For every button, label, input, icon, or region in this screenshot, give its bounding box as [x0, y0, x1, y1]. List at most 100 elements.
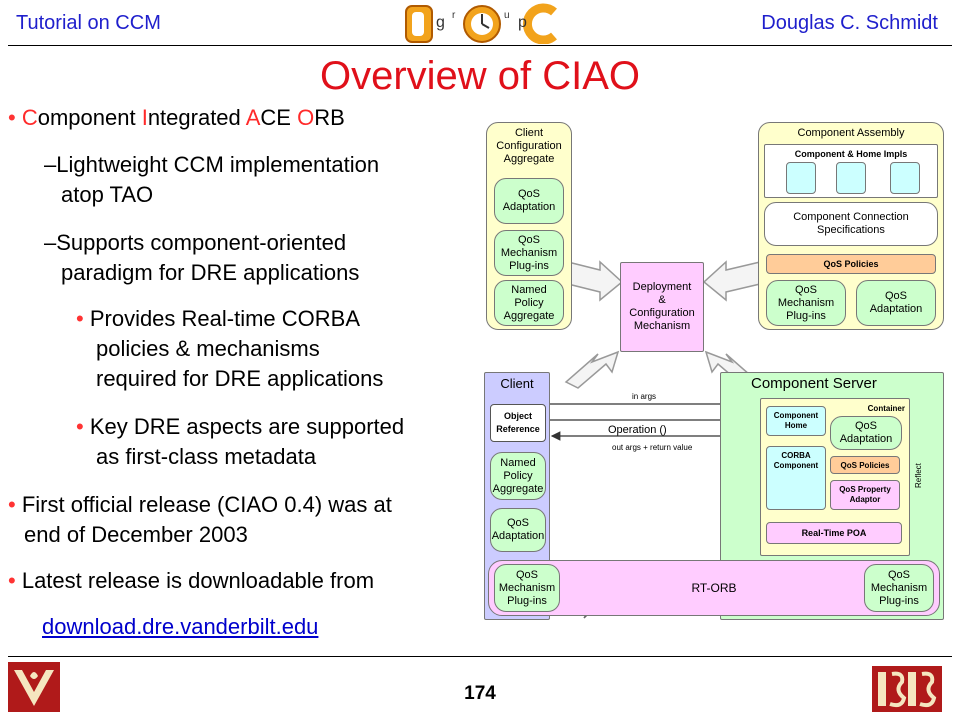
sub-bullet-line: Supports component-oriented — [56, 230, 347, 255]
container-label: Container — [867, 404, 905, 413]
impl-block-3 — [890, 162, 920, 194]
deployment-configuration-mechanism: Deployment & Configuration Mechanism — [620, 262, 704, 352]
box-label: CORBA — [781, 451, 811, 460]
box-label: Adaptation — [502, 201, 556, 213]
vanderbilt-v-icon — [14, 670, 54, 706]
sub-bullet-line: Lightweight CCM implementation — [56, 152, 380, 177]
box-label: & — [658, 294, 666, 306]
tert-bullet-metadata: • Key DRE aspects are supported as first… — [76, 414, 405, 469]
acronym-o: O — [297, 105, 315, 130]
box-label: Configuration — [629, 307, 695, 319]
footer-rule — [8, 656, 952, 657]
logo-letter-r: r — [452, 10, 456, 21]
assembly-qos-policies: QoS Policies — [766, 254, 936, 274]
box-label: Plug-ins — [509, 259, 549, 272]
tert-bullet-line: as first-class metadata — [96, 444, 317, 469]
client-title: Client — [500, 376, 534, 391]
client-config-title-1: Client — [514, 127, 544, 139]
sub-bullet-lightweight: –Lightweight CCM implementation atop TAO — [44, 152, 380, 207]
box-label: Object — [503, 411, 532, 421]
label-out-args: out args + return value — [612, 443, 693, 452]
tert-bullet-line: policies & mechanisms — [96, 336, 320, 361]
box-label: Plug-ins — [786, 309, 826, 322]
box-label: Named — [511, 283, 547, 296]
bullet-ciao: • Component Integrated ACE ORB — [8, 105, 345, 130]
isis-logo — [872, 666, 942, 712]
box-label: Mechanism — [777, 296, 835, 309]
bullet-line: Latest release is downloadable from — [21, 568, 375, 593]
vanderbilt-logo — [8, 662, 60, 712]
server-title: Component Server — [751, 375, 877, 392]
sub-bullet-supports: –Supports component-oriented paradigm fo… — [44, 230, 360, 285]
logo-letter-p: p — [518, 14, 527, 31]
impls-label: Component & Home Impls — [794, 149, 908, 159]
bullet-first-release: • First official release (CIAO 0.4) was … — [8, 492, 392, 547]
box-label: Adaptation — [839, 433, 893, 445]
box-label: Named — [500, 456, 536, 469]
tert-bullet-line: Provides Real-time CORBA — [89, 306, 361, 331]
logo-letter-g: g — [436, 14, 445, 31]
box-label: Component — [773, 411, 819, 420]
acronym-a: A — [245, 105, 261, 130]
box-label: Aggregate — [492, 482, 544, 495]
box-label: Deployment — [632, 281, 692, 293]
box-label: QoS Property — [839, 485, 891, 494]
box-label: Adaptation — [491, 530, 545, 542]
word-omponent: omponent — [37, 105, 142, 130]
box-label: Adaptor — [849, 495, 881, 504]
arrow-client-cfg-to-deploy — [567, 260, 624, 302]
box-label: Aggregate — [503, 309, 555, 322]
acronym-c: C — [21, 105, 38, 130]
label-in-args: in args — [632, 392, 657, 401]
box-label: Component Connection — [793, 211, 909, 223]
word-ce: CE — [260, 105, 298, 130]
label-operation: Operation () — [608, 424, 667, 436]
assembly-title: Component Assembly — [797, 127, 905, 139]
doc-group-logo: g r u p — [404, 2, 558, 45]
box-label: Plug-ins — [879, 594, 919, 607]
box-label: Mechanism — [498, 581, 556, 594]
box-label: Home — [784, 421, 808, 430]
box-label: Mechanism — [500, 246, 558, 259]
impl-block-1 — [786, 162, 816, 194]
page-number: 174 — [464, 683, 496, 704]
reflect-label: Reflect — [914, 463, 923, 488]
box-label: QoS — [887, 568, 910, 581]
bullet-line: First official release (CIAO 0.4) was at — [21, 492, 392, 517]
box-label: Mechanism — [633, 320, 691, 332]
word-rb: RB — [314, 105, 345, 130]
rtorb-label: RT-ORB — [691, 580, 737, 595]
box-label: QoS — [517, 188, 540, 200]
box-label: Adaptation — [869, 303, 923, 315]
bullet-latest-release: • Latest release is downloadable from — [8, 568, 375, 593]
download-link[interactable]: download.dre.vanderbilt.edu — [42, 614, 319, 639]
doc-logo-icon — [405, 3, 557, 45]
word-ntegrated: ntegrated — [147, 105, 246, 130]
box-label: QoS — [517, 233, 540, 246]
box-label: QoS — [794, 283, 817, 296]
sub-bullet-line: atop TAO — [61, 182, 154, 207]
box-label: Component — [773, 461, 819, 470]
tert-bullet-line: required for DRE applications — [96, 366, 384, 391]
logo-letter-u: u — [504, 10, 510, 21]
box-label: QoS — [506, 517, 529, 529]
tert-bullet-line: Key DRE aspects are supported — [89, 414, 405, 439]
tert-bullet-realtime: • Provides Real-time CORBA policies & me… — [76, 306, 384, 391]
box-label: Plug-ins — [507, 594, 547, 607]
page-title: Overview of CIAO — [319, 54, 641, 98]
arrow-assembly-to-deploy — [702, 260, 761, 302]
header-right: Douglas C. Schmidt — [761, 12, 938, 34]
box-label: Policy — [514, 296, 544, 309]
real-time-poa: Real-Time POA — [766, 522, 902, 544]
